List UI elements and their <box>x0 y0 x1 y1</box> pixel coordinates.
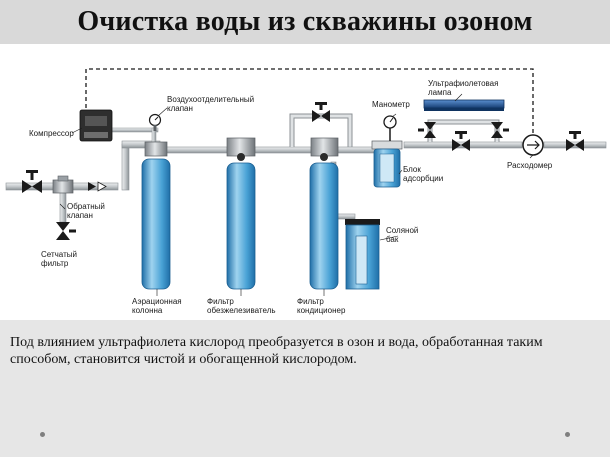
flow-arrows <box>88 181 107 192</box>
label-flowmeter: Расходомер <box>507 161 553 170</box>
label-deiron-1: Фильтр <box>207 297 234 306</box>
inlet-valve-icon <box>22 170 42 193</box>
label-mesh-filter-1: Сетчатый <box>41 250 77 259</box>
label-deiron-2: обезжелезиватель <box>207 306 276 315</box>
uv-lamp-icon <box>423 99 505 111</box>
aeration-column <box>141 158 171 290</box>
outlet-valve-icon <box>566 131 584 151</box>
deiron-filter-tank <box>226 162 256 290</box>
compressor-icon <box>79 109 113 142</box>
label-manometer: Манометр <box>372 100 410 109</box>
caption-text: Под влиянием ультрафиолета кислород прео… <box>10 335 543 367</box>
label-air-valve-2: клапан <box>167 104 193 113</box>
air-release-valve-icon <box>148 113 162 131</box>
label-mesh-filter-2: фильтр <box>41 259 69 268</box>
conditioner-filter-tank <box>309 162 339 290</box>
pipe-aeration-deiron <box>164 146 228 154</box>
salt-tank-icon <box>345 219 380 290</box>
label-salt-tank-1: Соляной <box>386 226 418 235</box>
title-bar: Очистка воды из скважины озоном <box>0 0 610 44</box>
label-compressor: Компрессор <box>29 129 74 138</box>
bypass-valve-icon <box>312 102 330 122</box>
label-aeration-1: Аэрационная <box>132 297 182 306</box>
label-uv-lamp-2: лампа <box>428 88 452 97</box>
tanks <box>141 158 339 290</box>
tank-heads <box>144 137 339 161</box>
label-salt-tank-2: бак <box>386 235 399 244</box>
caption-area: Под влиянием ультрафиолета кислород прео… <box>0 320 610 457</box>
compressor-pipe <box>109 127 159 133</box>
label-uv-lamp-1: Ультрафиолетовая <box>428 79 498 88</box>
page-title: Очистка воды из скважины озоном <box>77 6 533 37</box>
slide-dot-left <box>40 432 45 437</box>
label-air-valve-1: Воздухоотделительный <box>167 95 254 104</box>
manometer-icon <box>383 115 397 141</box>
riser-pipe-aeration <box>121 143 130 191</box>
mesh-filter-icon <box>56 222 76 240</box>
label-absorption-1: Блок <box>403 165 421 174</box>
label-check-valve-1: Обратный <box>67 202 105 211</box>
pipe-deiron-conditioner <box>254 146 312 154</box>
label-conditioner-2: кондиционер <box>297 306 346 315</box>
slide-dot-right <box>565 432 570 437</box>
water-treatment-diagram: Компрессор Воздухоотделительный клапан М… <box>5 68 607 315</box>
dashed-control-line <box>85 68 534 138</box>
absorption-block-icon <box>371 140 403 188</box>
label-check-valve-2: клапан <box>67 211 93 220</box>
check-valve-icon <box>52 175 74 194</box>
label-conditioner-1: Фильтр <box>297 297 324 306</box>
leader-lines <box>59 93 534 296</box>
label-aeration-2: колонна <box>132 306 163 315</box>
pipe-to-mesh-filter <box>59 189 67 223</box>
inline-valve-icon <box>452 131 470 151</box>
label-absorption-2: адсорбции <box>403 174 443 183</box>
diagram-labels: Компрессор Воздухоотделительный клапан М… <box>29 79 553 315</box>
flowmeter-icon <box>522 134 544 156</box>
uv-loop-valves <box>418 122 509 138</box>
